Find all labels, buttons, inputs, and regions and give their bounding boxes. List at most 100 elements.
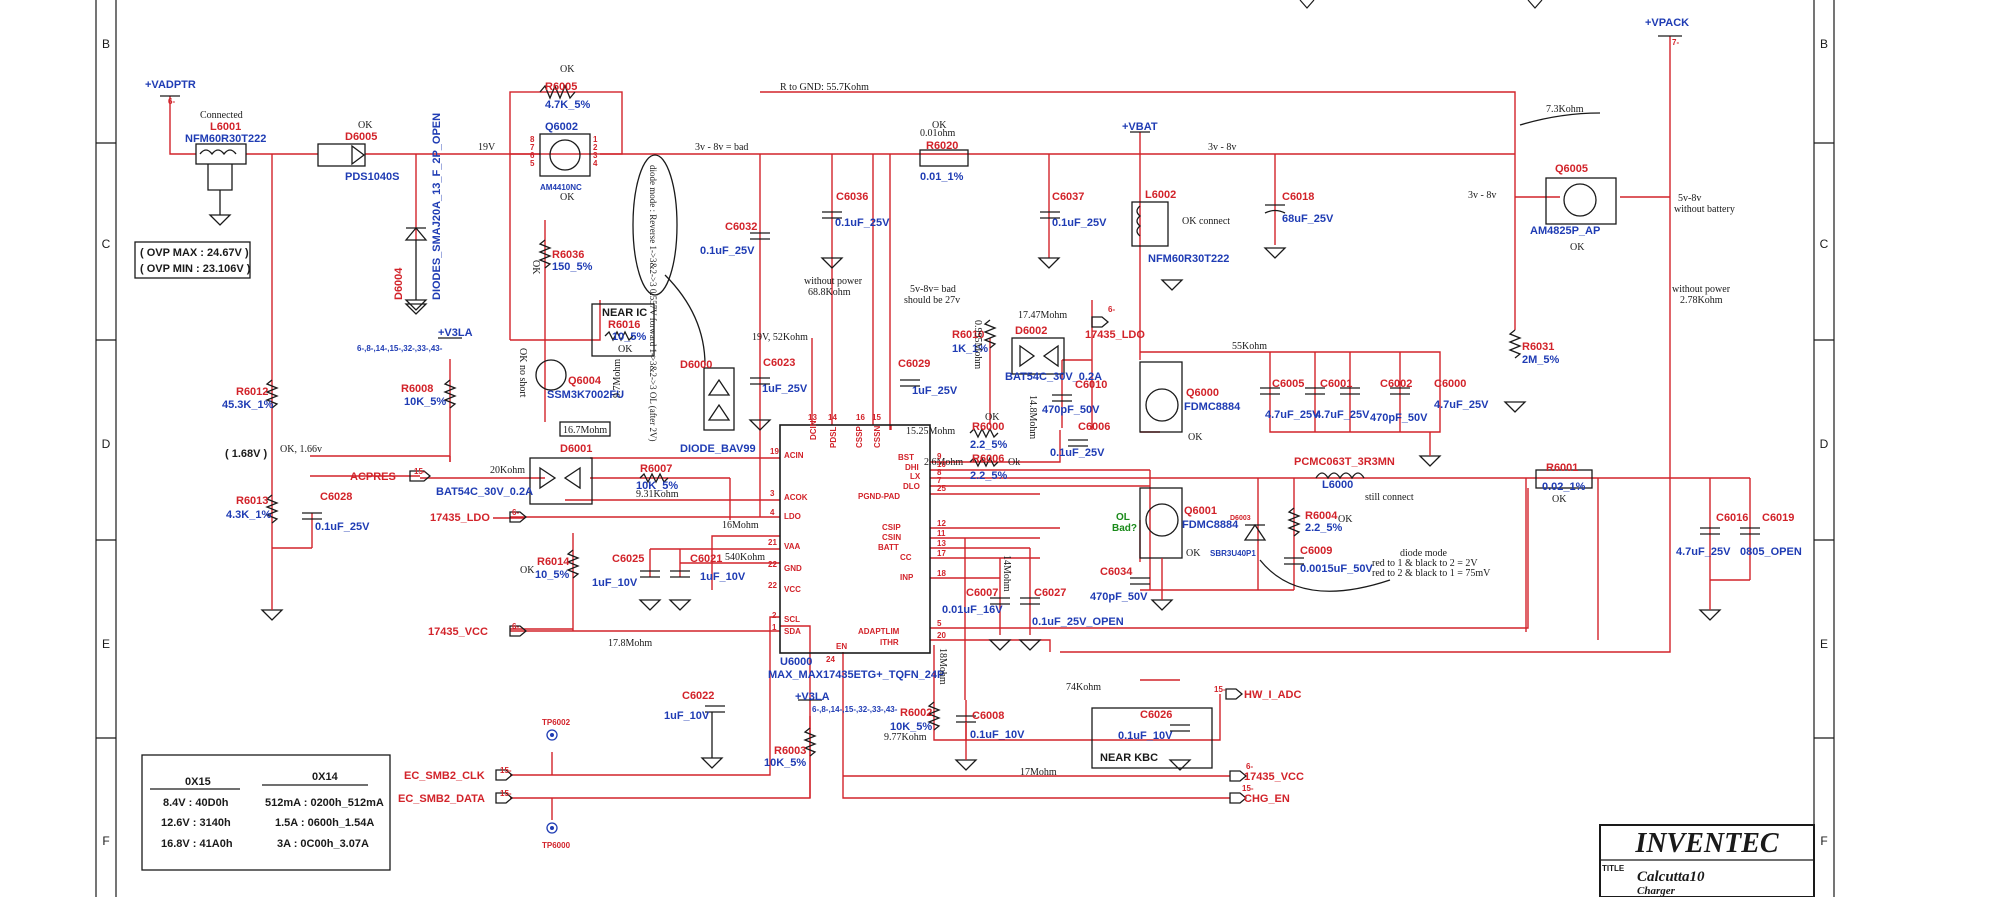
svg-text:SSM3K7002FU: SSM3K7002FU	[547, 389, 624, 401]
svg-text:R6020: R6020	[926, 140, 958, 152]
svg-text:6-,8-,14-,15-,32-,33-,43-: 6-,8-,14-,15-,32-,33-,43-	[812, 705, 898, 714]
row-label-d: D	[102, 437, 111, 451]
mosfet-q6001: Q6001 FDMC8884 OK	[1139, 487, 1239, 559]
sheet-title: Calcutta10	[1637, 869, 1705, 885]
svg-text:R6003: R6003	[774, 745, 806, 757]
svg-text:OK: OK	[1338, 514, 1353, 525]
svg-text:2: 2	[772, 611, 777, 620]
label-18m: 18Mohm	[937, 648, 948, 685]
svg-text:17435_VCC: 17435_VCC	[428, 626, 488, 638]
svg-text:GND: GND	[784, 564, 802, 573]
label-16m: 16Mohm	[722, 520, 759, 531]
svg-text:OK: OK	[1186, 548, 1201, 559]
inductor-l6000: PCMC063T_3R3MN L6000 still connect	[1294, 456, 1414, 503]
svg-text:C6034: C6034	[1100, 566, 1133, 578]
svg-text:D6002: D6002	[1015, 325, 1047, 337]
label-19v: 19V	[478, 142, 496, 153]
capacitor-c6029: C6029 1uF_25V	[898, 358, 958, 397]
svg-text:R6006: R6006	[972, 453, 1004, 465]
svg-text:ACPRES: ACPRES	[350, 471, 396, 483]
svg-text:C6026: C6026	[1140, 709, 1172, 721]
svg-text:BST: BST	[898, 453, 914, 462]
svg-text:3A : 0C00h_3.07A: 3A : 0C00h_3.07A	[277, 838, 369, 850]
svg-text:OK: OK	[985, 412, 1000, 423]
capacitor-c6028: C6028 0.1uF_25V	[302, 491, 370, 533]
svg-text:VAA: VAA	[784, 542, 801, 551]
svg-text:4.3K_1%: 4.3K_1%	[226, 509, 271, 521]
svg-text:10K_5%: 10K_5%	[404, 396, 446, 408]
company-name: INVENTEC	[1634, 828, 1778, 859]
row-label-f: F	[102, 834, 109, 848]
svg-text:10: 10	[937, 460, 946, 469]
svg-text:4.7uF_25V: 4.7uF_25V	[1265, 409, 1320, 421]
label-2-78k: 2.78Kohm	[1680, 295, 1723, 306]
label-ol: OL	[1116, 512, 1130, 523]
diode-d6004: D6004 DIODES_SMAJ20A_13_F_2P_OPEN	[393, 113, 443, 311]
resistor-r6036: OK R6036 150_5%	[530, 239, 593, 275]
row-label-c: C	[102, 237, 111, 251]
svg-text:CSSP: CSSP	[855, 426, 864, 448]
svg-text:13: 13	[937, 539, 946, 548]
svg-text:NEAR IC: NEAR IC	[602, 307, 647, 319]
label-20k: 20Kohm	[490, 465, 525, 476]
svg-text:VCC: VCC	[784, 585, 801, 594]
diode-d6005: OK D6005 PDS1040S	[317, 120, 399, 183]
svg-text:24: 24	[826, 655, 835, 664]
svg-text:R6014: R6014	[537, 556, 570, 568]
svg-text:10_5%: 10_5%	[612, 331, 646, 343]
svg-text:9.77Kohm: 9.77Kohm	[884, 732, 927, 743]
svg-text:R6013: R6013	[236, 495, 268, 507]
label-14-8m: 14.8Mohm	[1027, 395, 1038, 439]
label-68-8k: 68.8Kohm	[808, 287, 851, 298]
svg-text:red to 1 & black to 2 = 2V: red to 1 & black to 2 = 2V	[1372, 558, 1478, 569]
svg-text:17435_VCC: 17435_VCC	[1244, 771, 1304, 783]
svg-text:2.2_5%: 2.2_5%	[970, 439, 1008, 451]
svg-text:still connect: still connect	[1365, 492, 1414, 503]
net-ec-smb2-clk: EC_SMB2_CLK 15-	[404, 766, 514, 782]
svg-text:L6002: L6002	[1145, 189, 1176, 201]
svg-text:C6006: C6006	[1078, 421, 1110, 433]
svg-text:INP: INP	[900, 573, 914, 582]
svg-text:Connected: Connected	[200, 110, 243, 121]
title-block: INVENTEC TITLE Calcutta10 Charger	[1599, 824, 1815, 897]
net-acpres: ACPRES 15-	[350, 467, 432, 483]
svg-text:0X15: 0X15	[185, 776, 211, 788]
svg-text:R6001: R6001	[1546, 462, 1578, 474]
net-chg-en: CHG_EN 15-	[1229, 784, 1290, 805]
label-55k: 55Kohm	[1232, 341, 1267, 352]
capacitor-c6025: C6025 1uF_10V	[592, 553, 660, 589]
svg-text:1.5A : 0600h_1.54A: 1.5A : 0600h_1.54A	[275, 817, 374, 829]
diode-d6000: D6000 DIODE_BAV99	[680, 359, 756, 455]
row-label-e: E	[102, 637, 110, 651]
svg-text:15-: 15-	[500, 766, 512, 775]
inductor-l6002: L6002 NFM60R30T222 OK connect	[1131, 189, 1230, 265]
svg-text:C6021: C6021	[690, 553, 722, 565]
svg-text:17: 17	[937, 549, 946, 558]
svg-text:25: 25	[937, 484, 946, 493]
label-5v-8v: 5v-8v	[1678, 193, 1701, 204]
svg-text:OK: OK	[560, 64, 575, 75]
svg-text:D6003: D6003	[1230, 515, 1251, 522]
svg-text:1: 1	[772, 623, 777, 632]
svg-text:BATT: BATT	[878, 543, 899, 552]
svg-text:0X14: 0X14	[312, 771, 339, 783]
svg-text:4.7uF_25V: 4.7uF_25V	[1315, 409, 1370, 421]
resistor-r6003: R6003 10K_5%	[764, 727, 817, 769]
label-19v-52k: 19V, 52Kohm	[752, 332, 808, 343]
row-label-b-right: B	[1820, 37, 1828, 51]
resistor-r6006: R6006 Ok 2.2_5%	[969, 453, 1020, 482]
svg-text:17435_LDO: 17435_LDO	[430, 512, 490, 524]
svg-text:C6028: C6028	[320, 491, 352, 503]
svg-text:Q6002: Q6002	[545, 121, 578, 133]
svg-text:16.8V : 41A0h: 16.8V : 41A0h	[161, 838, 233, 850]
capacitor-c6000: C6000 4.7uF_25V	[1390, 378, 1489, 411]
svg-text:0.1uF_10V: 0.1uF_10V	[1118, 730, 1173, 742]
svg-text:SCL: SCL	[784, 615, 800, 624]
svg-text:R6008: R6008	[401, 383, 433, 395]
svg-text:OK: OK	[618, 344, 633, 355]
near-kbc-box: C6026 0.1uF_10V NEAR KBC	[1091, 707, 1213, 771]
diode-d6002: D6002 BAT54C_30V_0.2A	[1005, 325, 1102, 383]
label-9-31k: 9.31Kohm	[636, 489, 679, 500]
svg-text:OK no short: OK no short	[517, 348, 528, 398]
svg-text:L6000: L6000	[1322, 479, 1353, 491]
